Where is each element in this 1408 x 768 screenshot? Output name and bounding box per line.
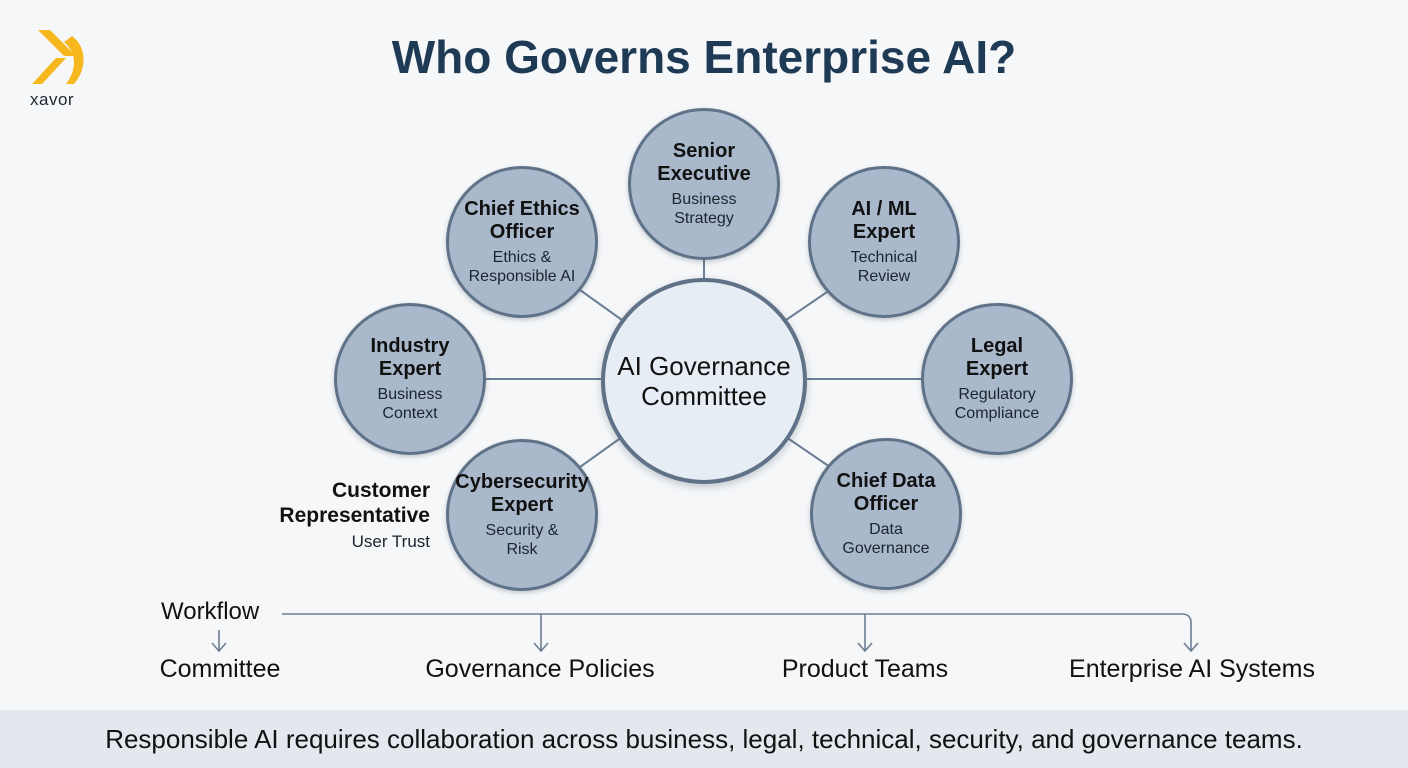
node-senior-executive: Senior Executive Business Strategy xyxy=(628,108,780,260)
member-name: Chief Ethics Officer xyxy=(464,198,580,243)
brand-name: xavor xyxy=(30,90,75,109)
workflow-label: Workflow xyxy=(161,598,260,625)
member-role: Business Context xyxy=(377,386,443,422)
member-role: Technical Review xyxy=(850,249,918,285)
member-role: User Trust xyxy=(351,532,430,551)
arrow-down-icon xyxy=(533,642,549,653)
member-name: Legal Expert xyxy=(965,335,1029,380)
connector-ai-ml-expert xyxy=(785,289,831,321)
node-chief-ethics-officer: Chief Ethics Officer Ethics & Responsibl… xyxy=(446,166,598,318)
connector-chief-ethics-officer xyxy=(579,289,623,321)
node-chief-data-officer: Chief Data Officer Data Governance xyxy=(810,438,962,590)
governance-committee-node: AI Governance Committee xyxy=(601,278,807,484)
member-role: Data Governance xyxy=(842,521,930,557)
workflow-step-committee: Committee xyxy=(159,655,281,683)
member-role: Business Strategy xyxy=(671,191,737,227)
workflow-step-enterprise-ai-systems: Enterprise AI Systems xyxy=(1069,655,1315,683)
member-name: Customer Representative xyxy=(279,479,430,527)
member-role: Ethics & Responsible AI xyxy=(468,249,576,285)
node-cybersecurity-expert: Cybersecurity Expert Security & Risk xyxy=(446,439,598,591)
xavor-logo-mark-icon xyxy=(32,30,84,84)
customer-representative: Customer Representative User Trust xyxy=(270,478,430,554)
workflow-lines xyxy=(211,613,1199,653)
member-name: Chief Data Officer xyxy=(836,470,936,515)
member-name: Cybersecurity Expert xyxy=(455,471,589,516)
node-ai-ml-expert: AI / ML Expert Technical Review xyxy=(808,166,960,318)
workflow-step-product-teams: Product Teams xyxy=(781,655,949,683)
arrow-down-icon xyxy=(1183,642,1199,653)
footer-banner: Responsible AI requires collaboration ac… xyxy=(0,710,1408,768)
xavor-logo: xavor xyxy=(26,28,96,118)
connector-cybersecurity-expert xyxy=(579,436,623,468)
page-title: Who Governs Enterprise AI? xyxy=(391,31,1017,83)
member-name: AI / ML Expert xyxy=(851,198,917,243)
member-role: Security & Risk xyxy=(485,522,559,558)
footer-text: Responsible AI requires collaboration ac… xyxy=(105,723,1303,754)
connector-lines xyxy=(211,258,1199,653)
workflow-step-governance-policies: Governance Policies xyxy=(425,655,655,683)
node-industry-expert: Industry Expert Business Context xyxy=(334,303,486,455)
arrow-down-icon xyxy=(857,642,873,653)
connector-chief-data-officer xyxy=(785,436,831,468)
member-name: Senior Executive xyxy=(657,140,751,185)
node-legal-expert: Legal Expert Regulatory Compliance xyxy=(921,303,1073,455)
member-role: Regulatory Compliance xyxy=(954,386,1040,422)
member-name: Industry Expert xyxy=(370,335,450,380)
arrow-down-icon xyxy=(211,642,227,653)
